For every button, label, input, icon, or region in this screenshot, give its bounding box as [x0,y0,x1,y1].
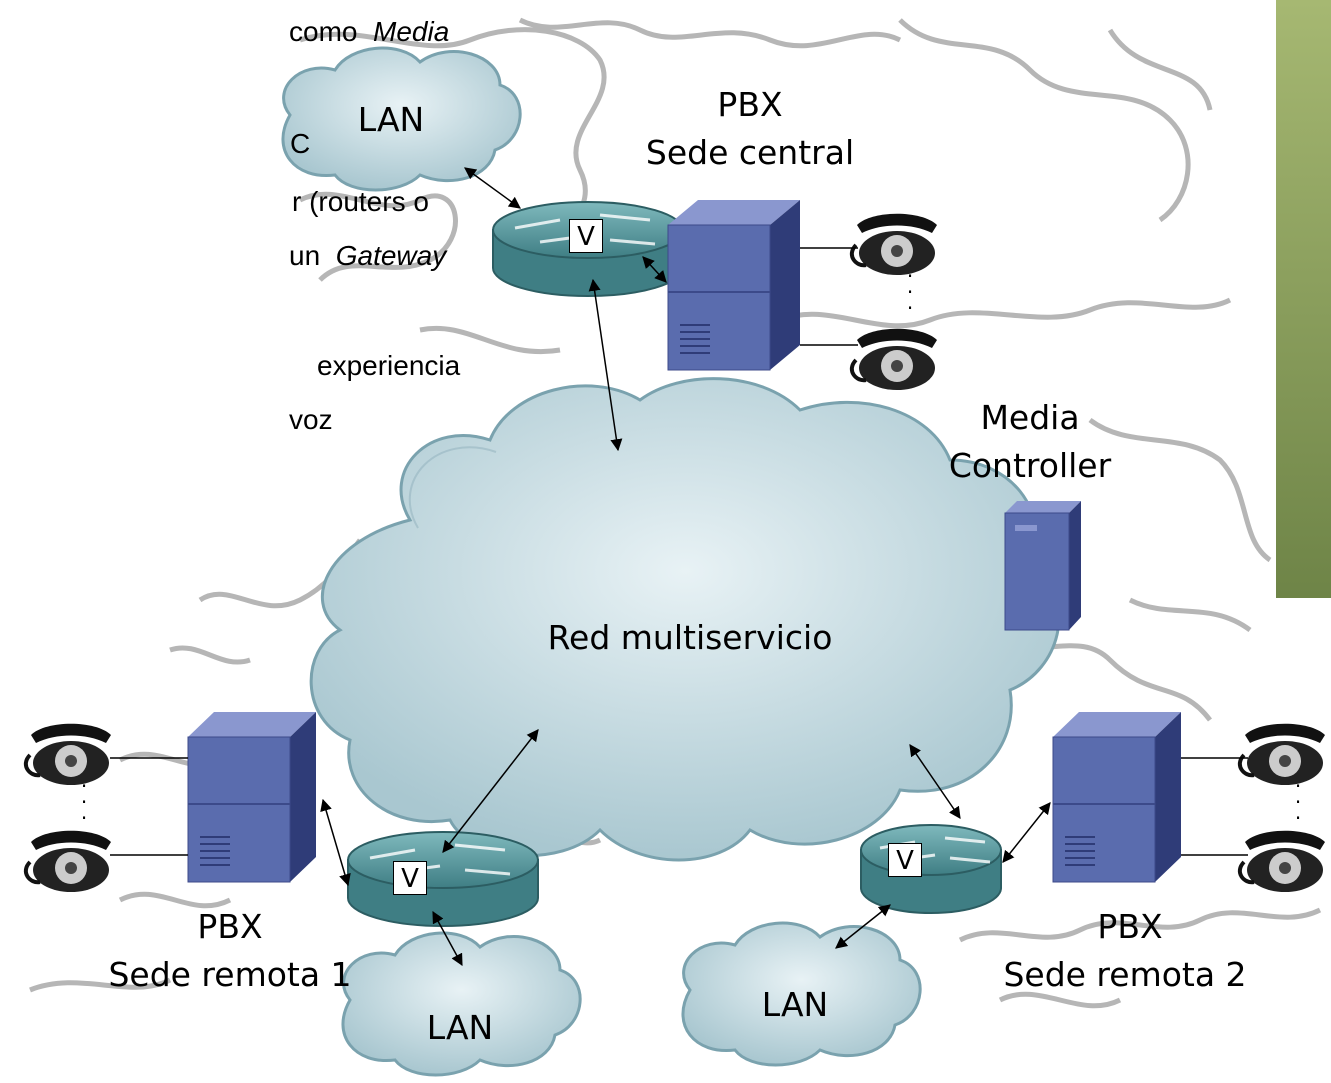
media-controller-label: Media [980,398,1080,437]
sidebar-accent [1276,0,1331,598]
ellipsis-dots: · · · [906,264,914,320]
pbx-remote1-sublabel: Sede remota 1 [108,955,352,994]
body-text-line: r (routers o [292,186,429,217]
pbx-central-label: PBX [717,85,783,124]
phone-icon [23,830,111,892]
media-controller-server [1004,501,1081,631]
pbx-server-central [667,200,800,371]
body-text-line: C [290,128,311,159]
router-remote2 [860,824,1002,914]
body-text-line: como Media [289,16,450,47]
body-text-line: voz [289,404,333,435]
router-remote1 [347,831,539,927]
pbx-remote2-sublabel: Sede remota 2 [1003,955,1247,994]
lan-cloud-remote2 [681,921,922,1067]
body-text-line: experiencia [317,350,461,381]
connection-arrows [320,167,1051,967]
pbx-remote2-label: PBX [1097,907,1163,946]
pbx-central-sublabel: Sede central [645,133,855,172]
phone-icon [23,723,111,785]
phone-icon [1237,830,1325,892]
pbx-server-remote1 [187,712,316,883]
pbx-server-remote2 [1052,712,1181,883]
lan-label: LAN [761,985,829,1024]
lan-label: LAN [426,1008,494,1047]
phone-lines [110,247,1248,856]
ellipsis-dots: · · · [80,774,88,830]
ellipsis-dots: · · · [1294,774,1302,830]
phone-icon [849,213,937,275]
phone-icon [1237,723,1325,785]
voice-module-badge: V [393,861,427,895]
body-text-line: un Gateway [289,240,447,271]
lan-label: LAN [357,100,425,139]
media-controller-sublabel: Controller [948,446,1112,485]
phone-icon [849,328,937,390]
network-cloud-label: Red multiservicio [547,618,833,657]
lan-cloud-central [281,46,522,192]
lan-cloud-remote1 [341,931,582,1077]
voice-module-badge: V [888,843,922,877]
pbx-remote1-label: PBX [197,907,263,946]
voice-module-badge: V [569,219,603,253]
